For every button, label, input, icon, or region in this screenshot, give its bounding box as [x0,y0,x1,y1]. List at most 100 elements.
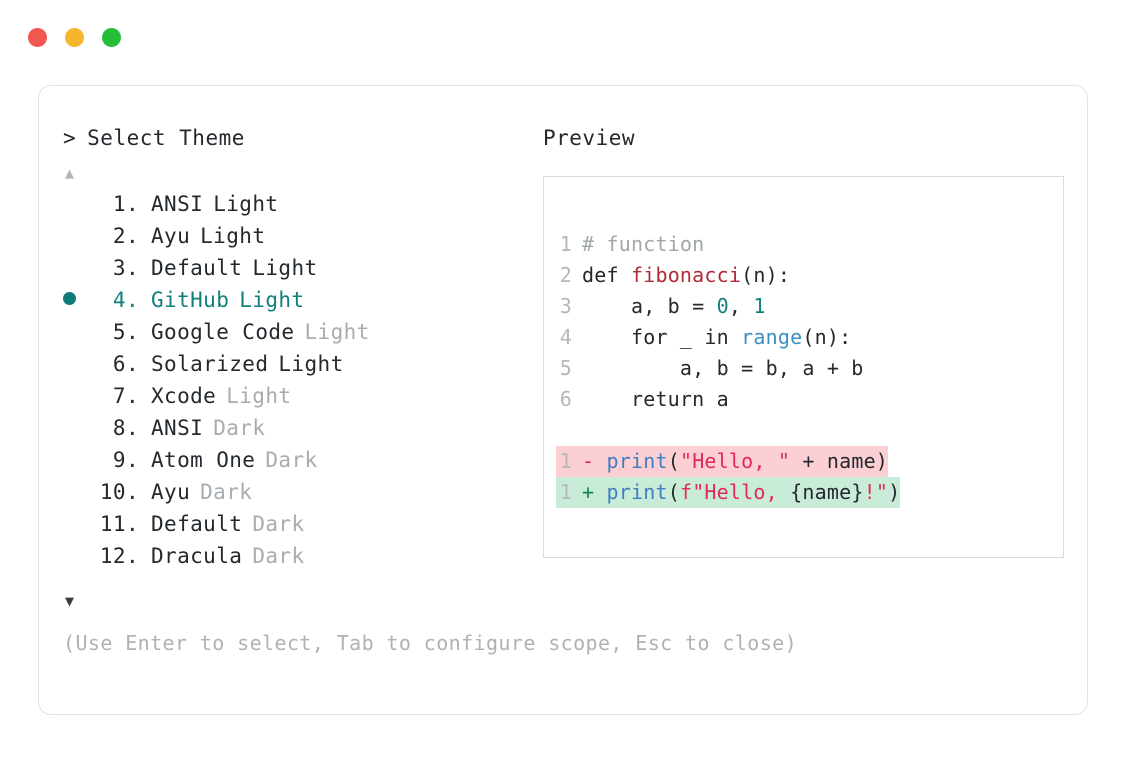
theme-variant: Light [304,320,370,344]
code-token: + name) [790,449,889,473]
theme-list-item[interactable]: 3. Default Light [63,256,533,288]
code-token: def [582,263,631,287]
theme-name: Default [151,256,243,280]
theme-index: 10. [99,480,139,504]
theme-name: Ayu [151,224,191,248]
code-line: 5 a, b = b, a + b [556,353,1063,384]
theme-variant: Dark [200,480,253,504]
code-line: 3 a, b = 0, 1 [556,291,1063,322]
theme-list-item[interactable]: 11. Default Dark [63,512,533,544]
line-number: 3 [559,294,572,318]
diff-minus-icon: - [582,449,607,473]
theme-name: ANSI [151,192,204,216]
theme-name: Default [151,512,243,536]
theme-index: 7. [112,384,139,408]
code-token: , [728,294,754,318]
code-token: ) [888,480,901,504]
scroll-down-icon[interactable]: ▼ [65,592,75,610]
theme-index: 1. [112,192,139,216]
code-token: ( [667,480,680,504]
theme-list-item[interactable]: 7. Xcode Light [63,384,533,416]
theme-list-item[interactable]: 4. GitHub Light [63,288,533,320]
theme-name: Atom One [151,448,256,472]
theme-variant: Dark [265,448,318,472]
theme-index: 2. [112,224,139,248]
code-token: print [606,449,668,473]
theme-variant: Light [252,256,318,280]
code-token: range [741,325,803,349]
code-token: a, b = b, a + b [582,356,864,380]
line-number: 1 [559,232,572,256]
theme-index: 12. [99,544,139,568]
close-icon[interactable] [28,28,47,47]
theme-list-item[interactable]: 2. Ayu Light [63,224,533,256]
code-token: (n): [741,263,791,287]
diff-row: 1+ print(f"Hello, {name}!") [556,477,1063,508]
theme-variant: Light [239,288,305,312]
code-token: {name} [790,480,864,504]
selected-bullet-icon [63,292,93,309]
theme-name: Dracula [151,544,243,568]
theme-variant: Light [213,192,279,216]
maximize-icon[interactable] [102,28,121,47]
code-line: 1 # function [556,229,1063,260]
theme-index: 4. [112,288,139,312]
code-token: 0 [716,294,729,318]
theme-index: 3. [112,256,139,280]
theme-name: Xcode [151,384,217,408]
theme-name: Solarized [151,352,269,376]
prompt-header: > Select Theme [63,126,533,154]
minimize-icon[interactable] [65,28,84,47]
line-number: 6 [559,387,572,411]
code-token: fibonacci [630,263,742,287]
theme-list-item[interactable]: 8. ANSI Dark [63,416,533,448]
prompt-caret-icon: > [63,126,77,150]
theme-list-item[interactable]: 6. Solarized Light [63,352,533,384]
code-token: print [606,480,668,504]
code-token: # function [582,232,705,256]
window-traffic-lights [28,28,121,47]
theme-variant: Dark [252,512,305,536]
theme-name: GitHub [151,288,230,312]
page-title: Select Theme [87,126,245,150]
theme-list-item[interactable]: 10. Ayu Dark [63,480,533,512]
theme-index: 9. [112,448,139,472]
theme-list-item[interactable]: 1. ANSI Light [63,192,533,224]
line-number: 5 [559,356,572,380]
theme-variant: Dark [213,416,266,440]
diff-block: 1- print("Hello, " + name)1+ print(f"Hel… [556,446,1063,508]
theme-index: 11. [99,512,139,536]
preview-label: Preview [543,126,636,150]
line-number: 1 [559,480,572,504]
code-token: (n): [802,325,852,349]
theme-index: 8. [112,416,139,440]
code-token: ( [667,449,680,473]
scroll-up-icon[interactable]: ▲ [65,164,75,182]
code-token: !" [863,480,889,504]
code-token: f"Hello, [679,480,791,504]
theme-list-item[interactable]: 9. Atom One Dark [63,448,533,480]
code-token: for _ in [582,325,742,349]
theme-variant: Light [278,352,344,376]
theme-name: ANSI [151,416,204,440]
theme-name: Ayu [151,480,191,504]
code-line: 4 for _ in range(n): [556,322,1063,353]
code-token: return a [582,387,729,411]
theme-index: 6. [112,352,139,376]
theme-name: Google Code [151,320,295,344]
line-number: 1 [559,449,572,473]
theme-variant: Light [200,224,266,248]
theme-variant: Light [226,384,292,408]
code-token: 1 [753,294,766,318]
line-number: 4 [559,325,572,349]
